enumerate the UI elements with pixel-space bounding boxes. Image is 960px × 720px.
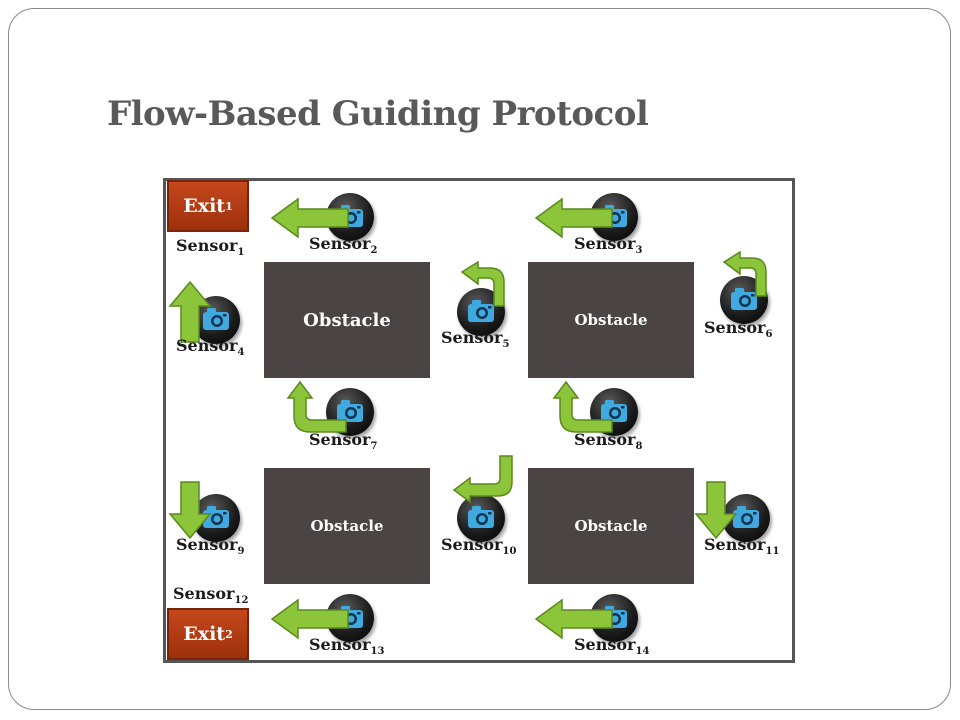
sensor-2-left-arrow-icon — [270, 197, 349, 239]
obstacle-4: Obstacle — [528, 468, 694, 584]
camera-icon — [468, 300, 494, 322]
exit-1-number: 1 — [225, 199, 233, 213]
camera-icon — [601, 400, 627, 422]
sensor-1-name: Sensor — [176, 236, 238, 255]
sensor-3-label: Sensor3 — [574, 234, 642, 256]
sensor-7-turn-arrow-icon — [286, 380, 347, 433]
sensor-6-u-turn-arrow-icon — [722, 250, 767, 297]
sensor-3-name: Sensor — [574, 234, 636, 253]
sensor-12-name: Sensor — [173, 584, 235, 603]
sensor-8-name: Sensor — [574, 430, 636, 449]
sensor-8-turn-arrow-icon — [552, 380, 613, 433]
sensor-13-name: Sensor — [309, 635, 371, 654]
sensor-9-label: Sensor9 — [176, 535, 244, 557]
sensor-11-name: Sensor — [704, 535, 766, 554]
sensor-5-u-turn-arrow-icon — [460, 260, 505, 307]
sensor-10-number: 10 — [502, 546, 517, 557]
sensor-4-up-arrow-icon — [168, 280, 212, 343]
camera-icon — [203, 308, 229, 330]
sensor-8-label: Sensor8 — [574, 430, 642, 452]
sensor-7-label: Sensor7 — [309, 430, 377, 452]
sensor-4-name: Sensor — [176, 336, 238, 355]
sensor-2-number: 2 — [370, 245, 378, 256]
sensor-6-label: Sensor6 — [704, 318, 772, 340]
sensor-1-number: 1 — [237, 247, 245, 258]
sensor-13-label: Sensor13 — [309, 635, 384, 657]
obstacle-1: Obstacle — [264, 262, 430, 378]
sensor-3-left-arrow-icon — [534, 197, 613, 239]
exit-2-number: 2 — [225, 627, 233, 641]
camera-icon — [733, 506, 759, 528]
sensor-2-label: Sensor2 — [309, 234, 377, 256]
sensor-4-number: 4 — [237, 347, 245, 358]
sensor-5-label: Sensor5 — [441, 328, 509, 350]
sensor-12-label: Sensor12 — [173, 584, 248, 606]
sensor-12-number: 12 — [234, 595, 249, 606]
sensor-5-name: Sensor — [441, 328, 503, 347]
camera-icon — [731, 288, 757, 310]
sensor-14-number: 14 — [635, 646, 650, 657]
sensor-13-number: 13 — [370, 646, 385, 657]
sensor-14-left-arrow-icon — [534, 598, 613, 640]
sensor-8-camera-icon — [590, 388, 638, 436]
sensor-6-name: Sensor — [704, 318, 766, 337]
sensor-10-name: Sensor — [441, 535, 503, 554]
sensor-1-label: Sensor1 — [176, 236, 244, 258]
sensor-14-label: Sensor14 — [574, 635, 649, 657]
exit-1-name: Exit — [183, 195, 226, 217]
sensor-11-label: Sensor11 — [704, 535, 779, 557]
sensor-10-camera-icon — [457, 494, 505, 542]
sensor-7-name: Sensor — [309, 430, 371, 449]
camera-icon — [468, 506, 494, 528]
sensor-7-number: 7 — [370, 441, 378, 452]
slide-title: Flow-Based Guiding Protocol — [107, 94, 649, 134]
sensor-9-down-arrow-icon — [168, 481, 212, 540]
obstacle-2: Obstacle — [528, 262, 694, 378]
sensor-9-number: 9 — [237, 546, 245, 557]
sensor-8-number: 8 — [635, 441, 643, 452]
sensor-11-number: 11 — [765, 546, 780, 557]
sensor-14-name: Sensor — [574, 635, 636, 654]
camera-icon — [337, 400, 363, 422]
sensor-13-camera-icon — [326, 594, 374, 642]
sensor-10-turn-arrow-icon — [452, 455, 513, 504]
obstacle-3: Obstacle — [264, 468, 430, 584]
sensor-9-name: Sensor — [176, 535, 238, 554]
exit-2-name: Exit — [183, 623, 226, 645]
sensor-6-number: 6 — [765, 329, 773, 340]
slide-frame — [8, 8, 951, 710]
sensor-2-name: Sensor — [309, 234, 371, 253]
sensor-10-label: Sensor10 — [441, 535, 516, 557]
floor-plan — [163, 178, 795, 663]
sensor-3-number: 3 — [635, 245, 643, 256]
sensor-13-left-arrow-icon — [270, 598, 349, 640]
sensor-4-label: Sensor4 — [176, 336, 244, 358]
sensor-5-number: 5 — [502, 339, 510, 350]
sensor-11-down-arrow-icon — [694, 481, 738, 540]
